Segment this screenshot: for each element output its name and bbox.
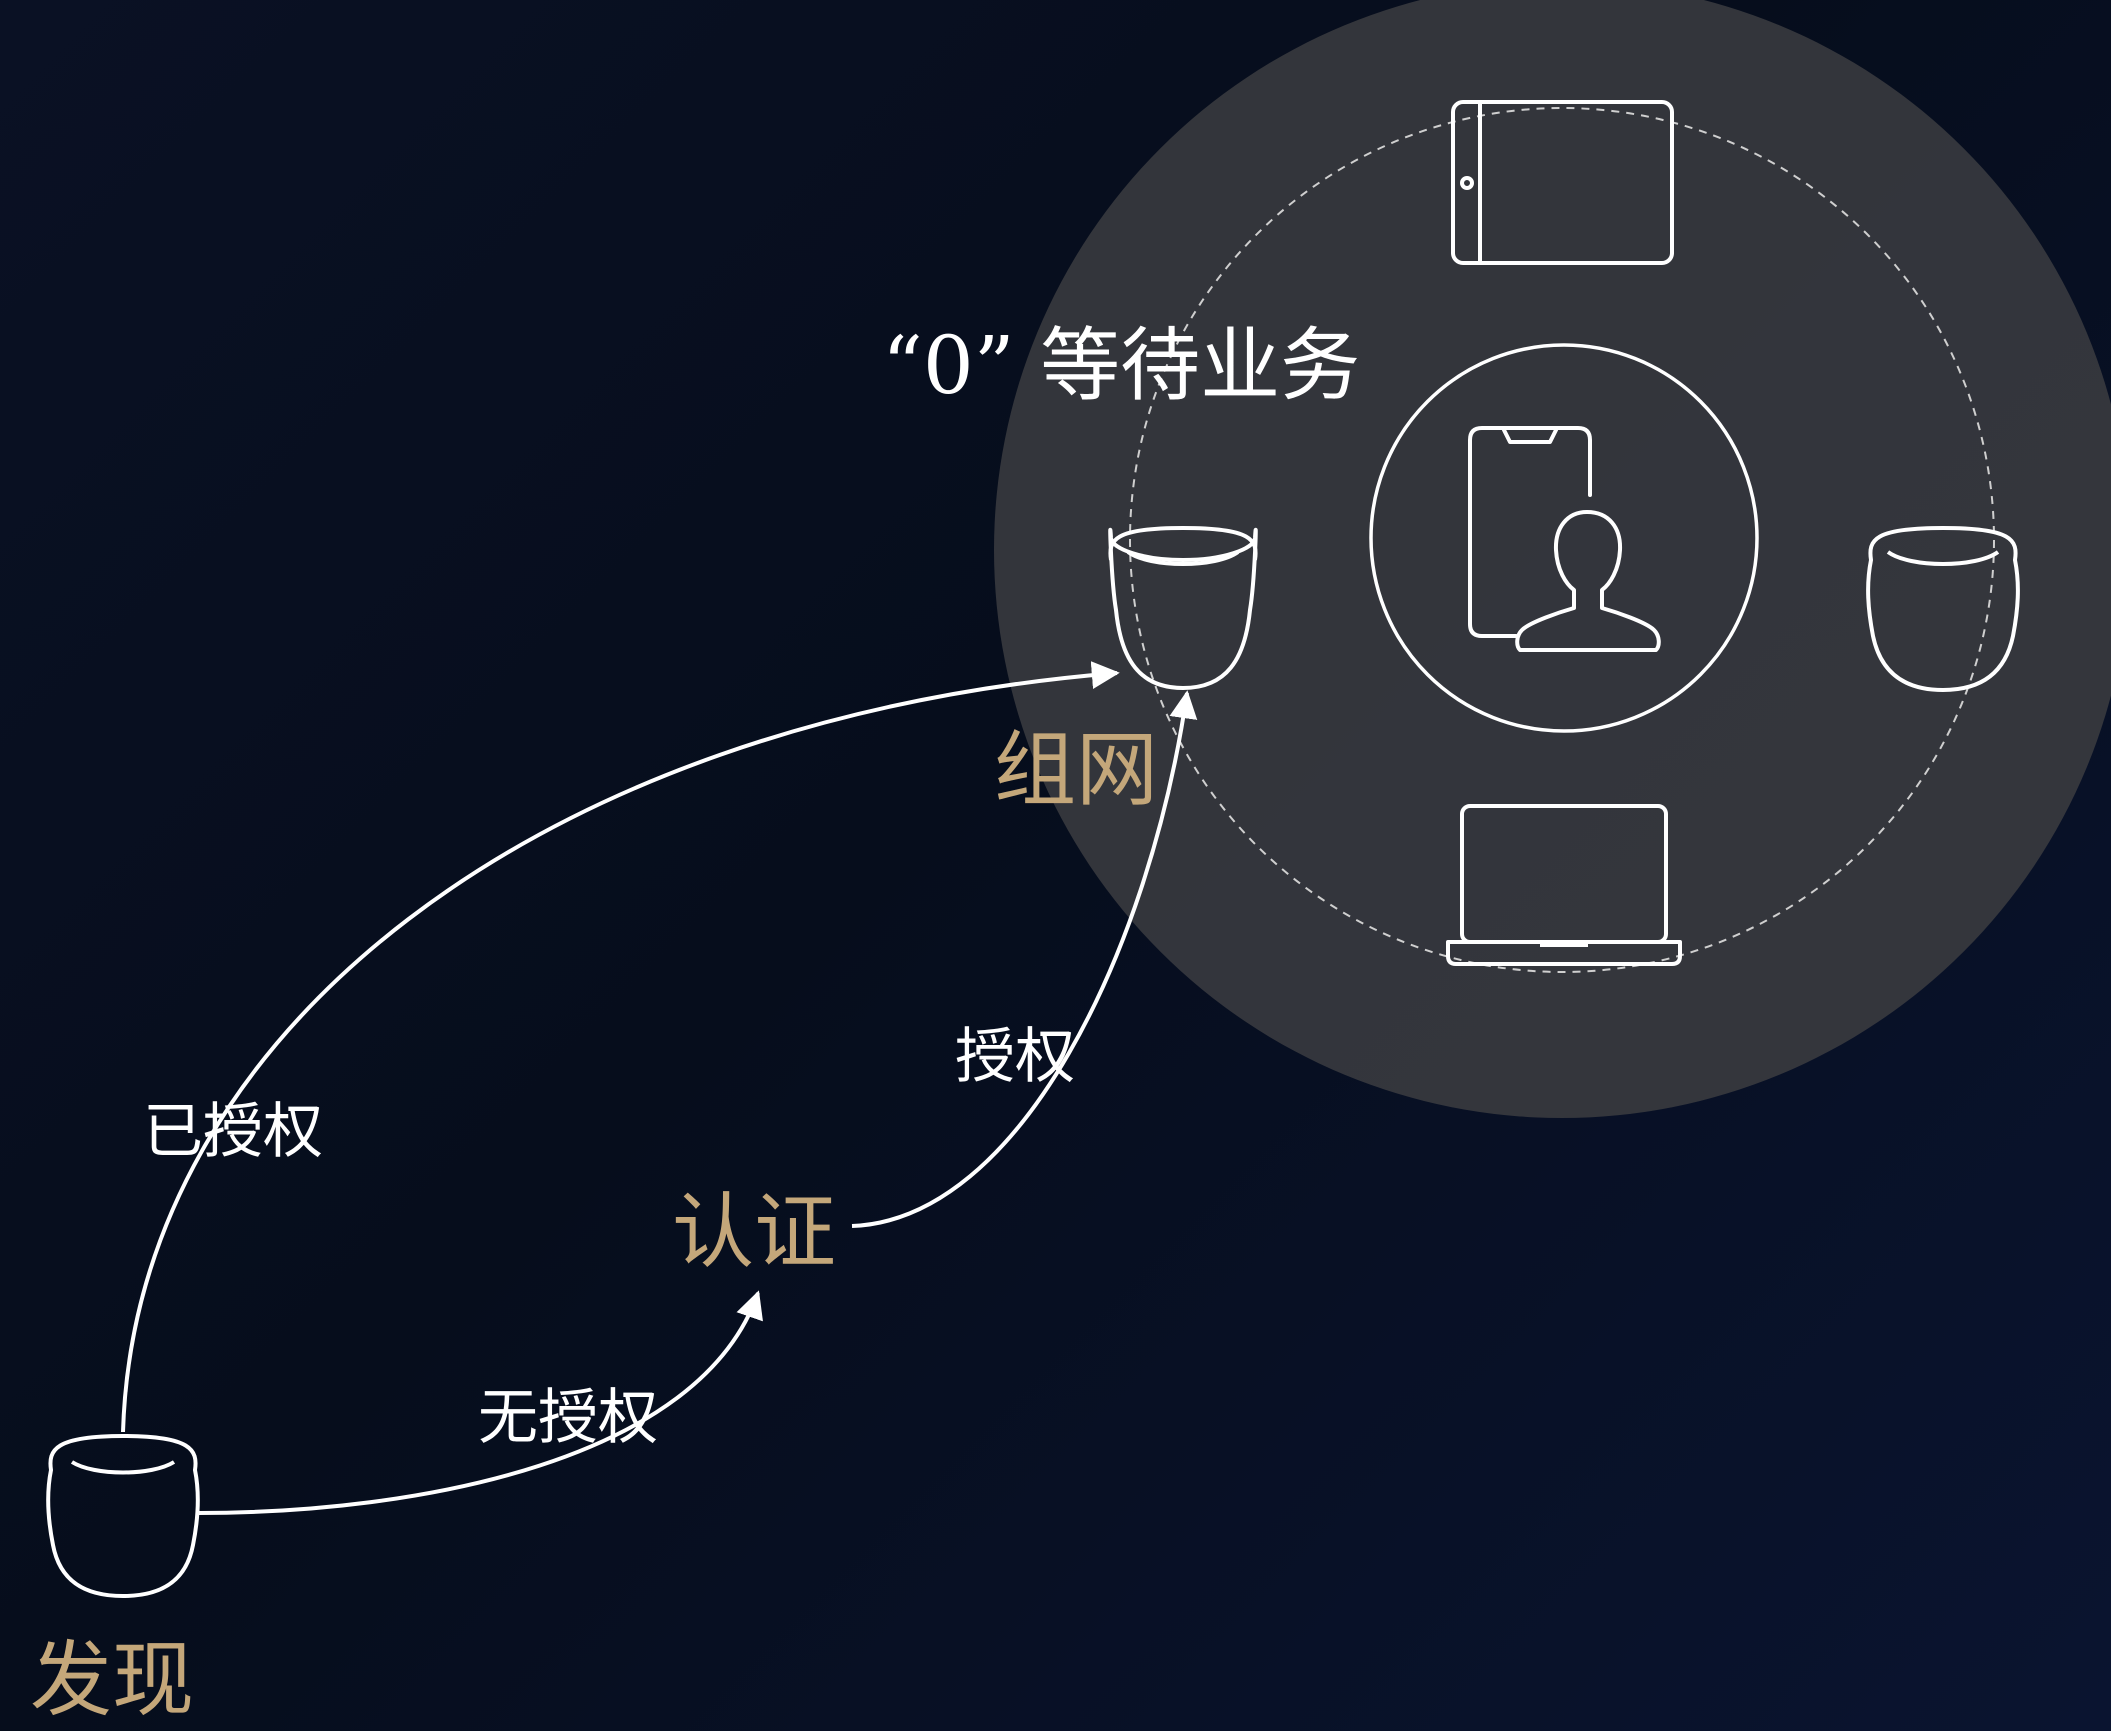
network-ring-dashed [1129, 107, 1995, 973]
stage-network-label: 组网 [994, 723, 1159, 818]
hub-ring [1369, 343, 1759, 733]
speaker-icon-discover [46, 1433, 200, 1599]
edge-authorized-line [121, 661, 1120, 1433]
diagram-title: “0” 等待业务 [882, 319, 1361, 412]
edge-unauthorized-label: 无授权 [478, 1383, 658, 1453]
network-zone-circle [994, 0, 2111, 1118]
tablet-icon [1451, 100, 1674, 265]
phone-user-icon [1468, 426, 1661, 652]
edge-authorized-label: 已授权 [143, 1097, 323, 1167]
laptop-icon [1446, 804, 1682, 966]
edge-grant-label: 授权 [955, 1022, 1075, 1092]
edge-grant-line [851, 690, 1198, 1228]
edge-unauthorized-line [197, 1290, 763, 1515]
speaker-icon-network [1108, 525, 1258, 691]
stage-discover-label: 发现 [30, 1633, 195, 1728]
speaker-icon-network-right [1866, 525, 2020, 693]
stage-authenticate-label: 认证 [672, 1185, 837, 1280]
